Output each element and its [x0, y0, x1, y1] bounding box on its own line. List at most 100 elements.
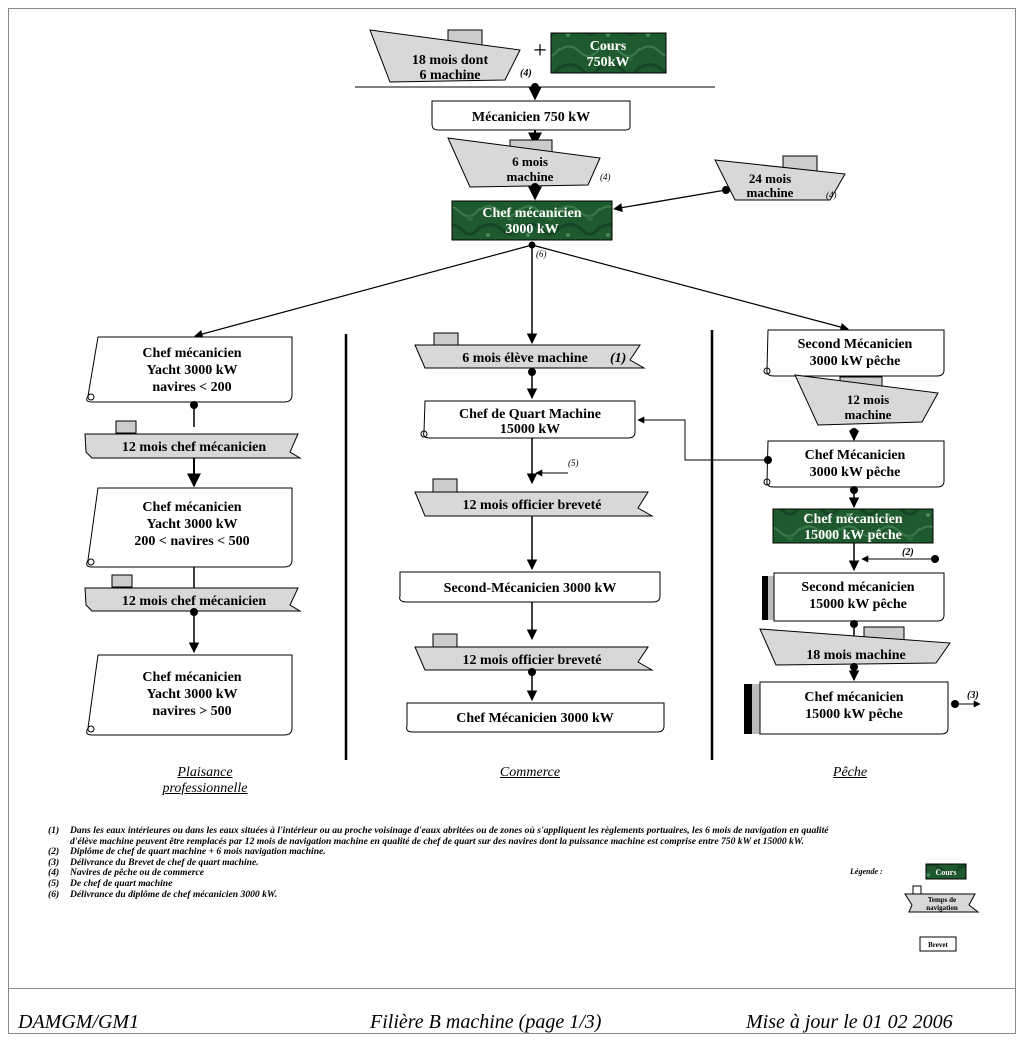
commerce-ship-2	[414, 491, 654, 517]
footnote-text: Diplôme de chef de quart machine + 6 moi…	[70, 846, 326, 858]
svg-text:15000 kW pêche: 15000 kW pêche	[804, 528, 902, 543]
svg-text:Chef mécanicien: Chef mécanicien	[142, 670, 241, 685]
legend-brevet-swatch	[919, 936, 957, 952]
footnote-item: (6) Délivrance du diplôme de chef mécanic…	[48, 888, 858, 901]
svg-text:Chef Mécanicien: Chef Mécanicien	[805, 448, 906, 463]
svg-text:navires < 200: navires < 200	[152, 380, 231, 395]
svg-text:15000 kW pêche: 15000 kW pêche	[805, 707, 903, 722]
svg-text:3000 kW pêche: 3000 kW pêche	[810, 465, 901, 480]
peche-brevet-1	[766, 329, 945, 377]
footnote-text: Dans les eaux intérieures ou dans les ea…	[70, 825, 829, 847]
footnote-key: (4)	[48, 867, 60, 879]
svg-text:Chef mécanicien: Chef mécanicien	[142, 346, 241, 361]
footnote-item: (5) De chef de quart machine	[48, 877, 858, 890]
course-750kw-title: Cours	[590, 39, 627, 54]
chef-3000-note: (6)	[536, 249, 547, 259]
svg-text:Chef mécanicien: Chef mécanicien	[482, 206, 581, 221]
commerce-brevet-2	[399, 571, 661, 603]
svg-text:machine: machine	[845, 407, 892, 422]
svg-text:15000 kW: 15000 kW	[500, 422, 560, 437]
plaisance-brevet-2	[86, 487, 293, 568]
svg-text:Second mécanicien: Second mécanicien	[801, 580, 914, 595]
brevet-mecanicien-750-text: Mécanicien 750 kW	[472, 110, 590, 125]
svg-text:12 mois chef mécanicien: 12 mois chef mécanicien	[122, 594, 266, 609]
commerce-ship-3	[414, 646, 654, 671]
footnotes: (1) Dans les eaux intérieures ou dans les…	[48, 825, 858, 901]
peche-arrow-note: (2)	[902, 547, 914, 558]
legend-label: Légende :	[850, 867, 883, 876]
ship-start-line2: 6 machine	[419, 68, 480, 83]
ship-6-mois-line2: machine	[507, 169, 554, 184]
ship-24-mois	[714, 155, 846, 201]
footnote-text: De chef de quart machine	[70, 877, 173, 889]
footer-center: Filière B machine (page 1/3)	[370, 1011, 602, 1033]
svg-text:Chef de Quart Machine: Chef de Quart Machine	[459, 407, 601, 422]
ship-6-mois-note: (4)	[600, 172, 611, 182]
footnote-key: (6)	[48, 888, 60, 900]
legend-course-swatch	[925, 863, 967, 880]
footer-divider	[8, 988, 1016, 989]
peche-ship-2	[759, 628, 951, 666]
svg-text:navigation: navigation	[926, 904, 958, 912]
peche-brevet-4	[759, 681, 949, 735]
plaisance-brevet-1	[86, 336, 293, 403]
course-chef-3000-box	[451, 200, 613, 241]
ship-start-note: (4)	[520, 68, 532, 79]
svg-text:navires > 500: navires > 500	[152, 704, 231, 719]
footnote-text: Délivrance du diplôme de chef mécanicien…	[70, 888, 278, 900]
plus-sign: +	[533, 38, 547, 64]
footer-right: Mise à jour le 01 02 2006	[746, 1011, 953, 1033]
ship-24-mois-note: (4)	[826, 190, 837, 200]
course-750kw-box	[550, 32, 667, 74]
svg-text:18 mois machine: 18 mois machine	[806, 648, 906, 663]
svg-text:Second-Mécanicien 3000 kW: Second-Mécanicien 3000 kW	[444, 581, 617, 596]
svg-text:Yacht 3000 kW: Yacht 3000 kW	[146, 363, 237, 378]
svg-text:Yacht 3000 kW: Yacht 3000 kW	[146, 517, 237, 532]
svg-text:12 mois: 12 mois	[847, 392, 889, 407]
svg-text:200 < navires < 500: 200 < navires < 500	[134, 534, 249, 549]
footnote-text: Délivrance du Brevet de chef de quart ma…	[70, 856, 259, 868]
svg-text:15000 kW pêche: 15000 kW pêche	[809, 597, 907, 612]
brevet-mecanicien-750	[431, 100, 631, 131]
ship-start-line1: 18 mois dont	[412, 53, 489, 68]
course-chef-15000-peche-box	[772, 508, 934, 544]
ship-24-mois-line2: machine	[747, 185, 794, 200]
svg-text:Second Mécanicien: Second Mécanicien	[798, 337, 913, 352]
ship-start	[369, 29, 521, 83]
svg-text:Cours: Cours	[936, 868, 957, 877]
footnote-key: (2)	[48, 846, 60, 858]
plaisance-brevet-3	[86, 654, 293, 736]
course-750kw-power: 750kW	[587, 55, 630, 70]
footnote-item: (3) Délivrance du Brevet de chef de quart…	[48, 856, 858, 869]
svg-text:Brevet: Brevet	[928, 941, 948, 949]
footnote-item: (1) Dans les eaux intérieures ou dans les…	[48, 825, 858, 847]
legend-ship-swatch	[904, 893, 980, 913]
footer-left: DAMGM/GM1	[18, 1011, 140, 1033]
ship-6-mois-line1: 6 mois	[512, 154, 548, 169]
caption-peche: Pêche	[832, 765, 868, 780]
peche-ship-1	[794, 374, 939, 426]
svg-text:12 mois chef mécanicien: 12 mois chef mécanicien	[122, 440, 266, 455]
footnote-key: (5)	[48, 877, 60, 889]
svg-text:12 mois officier breveté: 12 mois officier breveté	[462, 498, 601, 513]
caption-commerce: Commerce	[499, 765, 561, 780]
svg-text:3000 kW: 3000 kW	[505, 222, 558, 237]
plaisance-ship-2	[84, 587, 302, 612]
svg-text:Chef mécanicien: Chef mécanicien	[142, 500, 241, 515]
ship-6-mois	[447, 137, 601, 188]
footnote-key: (1)	[48, 825, 60, 836]
peche-brevet-2	[766, 440, 945, 488]
footnote-key: (3)	[48, 856, 60, 868]
svg-text:12 mois officier breveté: 12 mois officier breveté	[462, 653, 601, 668]
caption-plaisance: Plaisance professionnelle	[162, 765, 248, 796]
commerce-ship-1	[414, 344, 646, 369]
commerce-brevet-1	[423, 400, 636, 439]
footnote-text: Navires de pêche ou de commerce	[70, 867, 205, 879]
svg-text:3000 kW pêche: 3000 kW pêche	[810, 354, 901, 369]
svg-text:Chef mécanicien: Chef mécanicien	[803, 512, 902, 527]
footnote-item: (4) Navires de pêche ou de commerce	[48, 868, 858, 879]
ship-24-mois-line1: 24 mois	[749, 171, 791, 186]
peche-brevet-3	[773, 572, 945, 622]
svg-text:Chef Mécanicien 3000 kW: Chef Mécanicien 3000 kW	[456, 711, 613, 726]
